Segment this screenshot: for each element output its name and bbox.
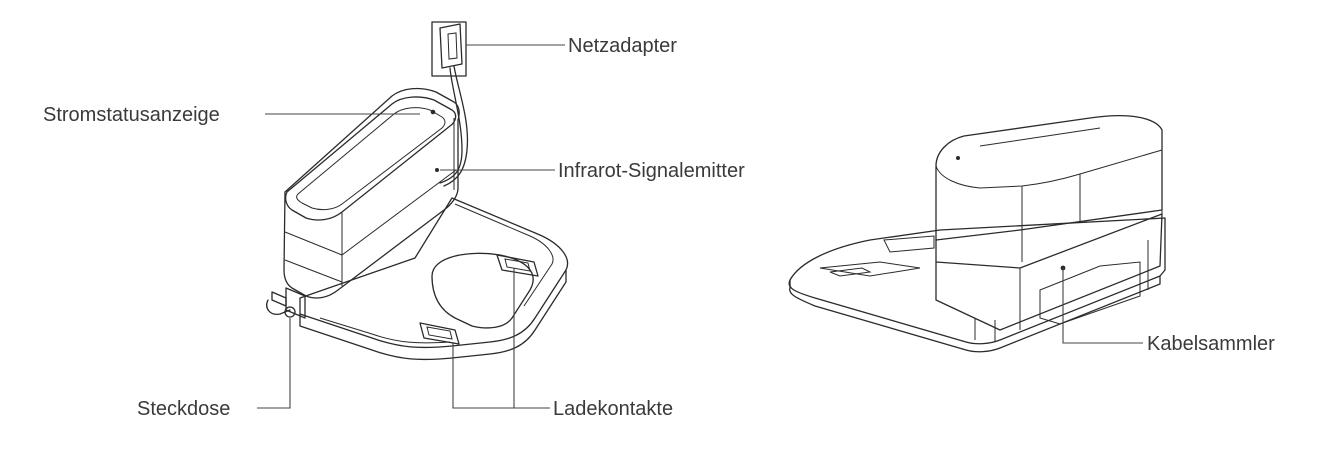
rear-tower bbox=[935, 115, 1163, 241]
dock-front-view bbox=[266, 21, 569, 361]
wall-adapter-illustration bbox=[431, 21, 469, 187]
leader-steckdose bbox=[257, 318, 291, 409]
label-infrarot-signalemitter: Infrarot-Signalemitter bbox=[558, 160, 745, 182]
label-netzadapter: Netzadapter bbox=[568, 35, 677, 57]
dock-rear-view bbox=[788, 115, 1166, 353]
status-led-dot bbox=[430, 109, 436, 115]
label-steckdose: Steckdose bbox=[137, 398, 230, 420]
dock-base-plate bbox=[299, 197, 569, 349]
leader-ladekontakte bbox=[452, 268, 550, 409]
socket-plug-illustration bbox=[266, 287, 306, 319]
label-stromstatusanzeige: Stromstatusanzeige bbox=[43, 104, 220, 126]
ir-emitter-dot bbox=[435, 168, 439, 172]
leader-kabelsammler bbox=[1062, 268, 1143, 344]
rear-base-plate bbox=[788, 217, 1166, 345]
label-kabelsammler: Kabelsammler bbox=[1147, 333, 1275, 355]
dock-tower bbox=[283, 87, 460, 299]
charging-contacts-illustration bbox=[419, 254, 539, 345]
label-ladekontakte: Ladekontakte bbox=[553, 398, 673, 420]
